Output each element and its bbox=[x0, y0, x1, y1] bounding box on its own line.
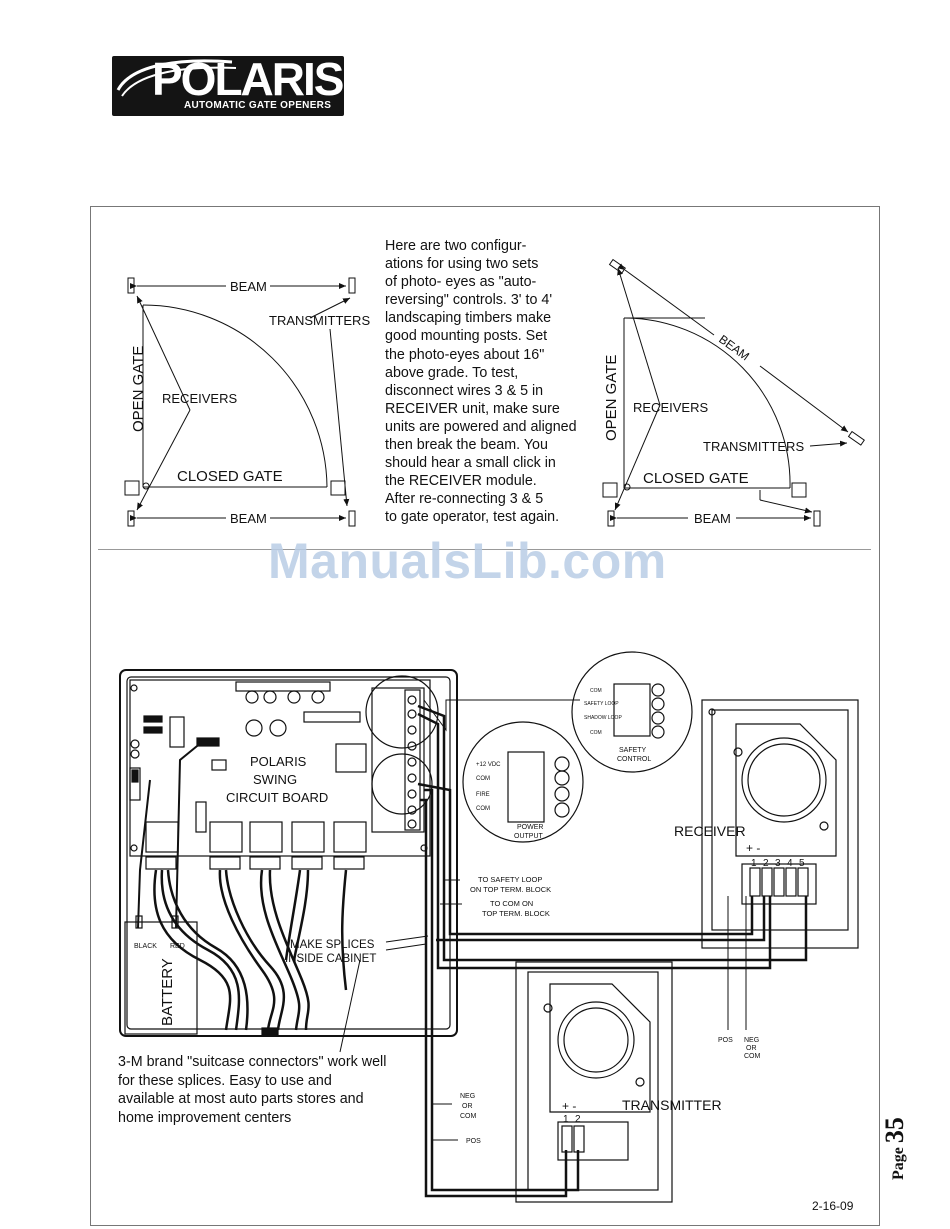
svg-text:COM: COM bbox=[476, 806, 490, 812]
polarity-label: + - bbox=[562, 1099, 576, 1113]
svg-text:3: 3 bbox=[775, 858, 781, 869]
svg-text:COM: COM bbox=[476, 776, 490, 782]
receivers-label: RECEIVERS bbox=[162, 391, 237, 406]
closed-gate-label: CLOSED GATE bbox=[177, 468, 283, 485]
board-title: SWING bbox=[253, 772, 297, 787]
hinge-icon bbox=[142, 482, 150, 490]
transmitter-post bbox=[813, 510, 821, 527]
polarity-label: + - bbox=[746, 841, 760, 855]
logo-tagline: AUTOMATIC GATE OPENERS bbox=[184, 100, 332, 111]
receivers-label: RECEIVERS bbox=[633, 400, 708, 415]
svg-text:COM: COM bbox=[460, 1113, 477, 1120]
to-com-label: TOP TERM. BLOCK bbox=[482, 909, 550, 918]
svg-text:FIRE: FIRE bbox=[476, 792, 490, 798]
beam-label: BEAM bbox=[694, 511, 731, 526]
svg-text:COM: COM bbox=[590, 688, 602, 694]
svg-text:1: 1 bbox=[751, 858, 757, 869]
to-com-label: TO COM ON bbox=[490, 899, 533, 908]
svg-text:SAFETY LOOP: SAFETY LOOP bbox=[584, 701, 619, 707]
gate-post bbox=[124, 480, 140, 496]
transmitters-label: TRANSMITTERS bbox=[269, 313, 370, 328]
safety-control-detail bbox=[571, 651, 693, 773]
svg-text:OR: OR bbox=[746, 1045, 757, 1052]
suitcase-connector-note: 3-M brand "suitcase connectors" work wel… bbox=[118, 1054, 387, 1126]
pos-label: POS bbox=[718, 1037, 733, 1044]
svg-text:2: 2 bbox=[575, 1114, 581, 1125]
polaris-logo: POLARIS AUTOMATIC GATE OPENERS bbox=[112, 53, 344, 116]
svg-text:1: 1 bbox=[563, 1114, 569, 1125]
page-frame bbox=[90, 206, 880, 1226]
svg-text:COM: COM bbox=[744, 1053, 761, 1060]
svg-text:+12 VDC: +12 VDC bbox=[476, 762, 501, 768]
transmitter-post bbox=[348, 510, 356, 527]
right-configuration bbox=[602, 258, 865, 527]
page-number: Page 35 bbox=[880, 1117, 909, 1180]
photo-eye-configuration-diagrams: BEAM BEAM TRANSMITTERS RECEIVERS OPEN GA… bbox=[124, 258, 865, 527]
power-output-detail bbox=[462, 721, 584, 843]
open-gate-label: OPEN GATE bbox=[130, 346, 147, 432]
red-label: RED bbox=[170, 943, 185, 950]
logo-swoosh-icon bbox=[116, 59, 237, 97]
transmitter-label: TRANSMITTER bbox=[622, 1097, 722, 1113]
svg-text:COM: COM bbox=[590, 730, 602, 736]
pos-label: POS bbox=[466, 1138, 481, 1145]
transmitter-unit bbox=[515, 961, 673, 1203]
svg-text:OR: OR bbox=[462, 1103, 473, 1110]
transmitter-post bbox=[847, 430, 865, 446]
receiver-unit bbox=[701, 699, 859, 949]
make-splices-label: INSIDE CABINET bbox=[285, 953, 376, 965]
make-splices-label: MAKE SPLICES bbox=[290, 939, 375, 951]
svg-text:NEG: NEG bbox=[744, 1037, 759, 1044]
power-output-label: POWER bbox=[517, 824, 543, 831]
gate-swing-arc bbox=[142, 304, 328, 488]
description-paragraph: Here are two configur- ations for using … bbox=[385, 238, 577, 526]
svg-text:4: 4 bbox=[787, 858, 793, 869]
beam-label: BEAM bbox=[230, 279, 267, 294]
board-title: CIRCUIT BOARD bbox=[226, 790, 328, 805]
power-output-label: OUTPUT bbox=[514, 833, 544, 840]
beam-label: BEAM bbox=[230, 511, 267, 526]
safety-control-label: SAFETY bbox=[619, 747, 647, 754]
closed-gate-label: CLOSED GATE bbox=[643, 470, 749, 487]
logo-word: POLARIS bbox=[152, 53, 344, 105]
receiver-label: RECEIVER bbox=[674, 823, 746, 839]
svg-text:5: 5 bbox=[799, 858, 805, 869]
to-safety-loop-label: TO SAFETY LOOP bbox=[478, 875, 542, 884]
left-configuration bbox=[124, 277, 356, 527]
watermark: ManualsLib.com bbox=[268, 533, 667, 589]
transmitters-label: TRANSMITTERS bbox=[703, 439, 804, 454]
open-gate-label: OPEN GATE bbox=[603, 355, 620, 441]
section-divider bbox=[98, 549, 871, 550]
svg-text:NEG: NEG bbox=[460, 1093, 475, 1100]
svg-text:2: 2 bbox=[763, 858, 769, 869]
revision-date: 2-16-09 bbox=[812, 1199, 854, 1213]
to-safety-loop-label: ON TOP TERM. BLOCK bbox=[470, 885, 551, 894]
board-title: POLARIS bbox=[250, 754, 307, 769]
safety-control-label: CONTROL bbox=[617, 756, 651, 763]
svg-text:SHADOW LOOP: SHADOW LOOP bbox=[584, 715, 622, 721]
black-label: BLACK bbox=[134, 943, 157, 950]
control-cabinet bbox=[119, 669, 458, 1037]
transmitter-post bbox=[348, 277, 356, 294]
battery-label: BATTERY bbox=[159, 958, 176, 1026]
